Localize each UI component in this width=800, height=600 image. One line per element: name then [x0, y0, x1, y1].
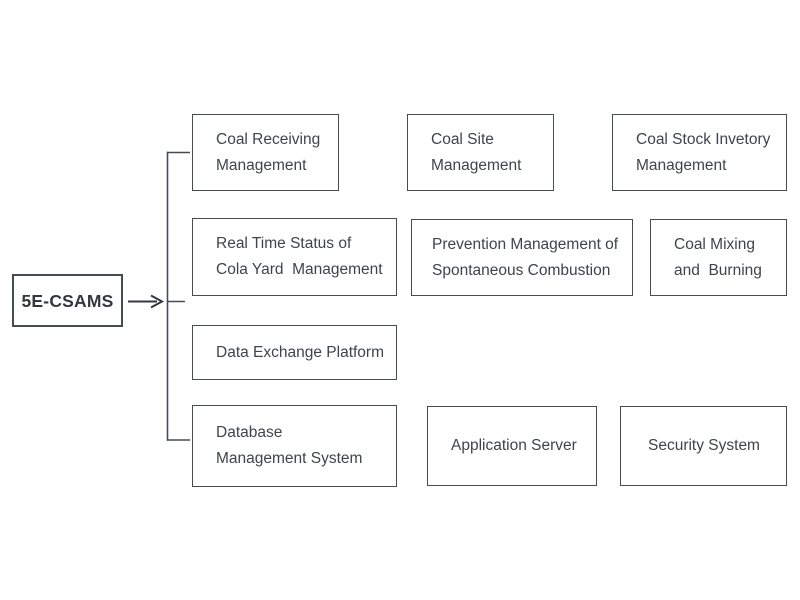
node-coal-mixing-and-burning: Coal Mixing and Burning — [650, 219, 787, 296]
node-label: Application Server — [451, 437, 577, 454]
node-coal-receiving-management: Coal Receiving Management — [192, 114, 339, 191]
node-label: Real Time Status of Cola Yard Management — [216, 235, 383, 278]
node-label: Prevention Management of Spontaneous Com… — [432, 235, 619, 279]
node-application-server: Application Server — [427, 406, 597, 486]
node-security-system: Security System — [620, 406, 787, 486]
bracket-lines — [166, 151, 190, 441]
right-arrow-icon — [128, 294, 165, 309]
node-prevention-management-of-spontaneous-combustion: Prevention Management of Spontaneous Com… — [411, 219, 633, 296]
node-database-management-system: Database Management System — [192, 405, 397, 487]
node-coal-stock-invetory-management: Coal Stock Invetory Management — [612, 114, 787, 191]
node-label: Coal Site Management — [431, 130, 522, 174]
node-label: Coal Mixing and Burning — [674, 235, 762, 279]
node-label: Security System — [648, 437, 760, 454]
node-label: Coal Receiving Management — [216, 130, 321, 174]
node-label: Data Exchange Platform — [216, 343, 385, 361]
root-node-5e-csams: 5E-CSAMS — [12, 274, 123, 327]
root-node-label: 5E-CSAMS — [21, 290, 114, 311]
node-coal-site-management: Coal Site Management — [407, 114, 554, 191]
node-data-exchange-platform: Data Exchange Platform — [192, 325, 397, 380]
node-real-time-status-of-cola-yard-management: Real Time Status of Cola Yard Management — [192, 218, 397, 296]
node-label: Coal Stock Invetory Management — [636, 130, 771, 174]
node-label: Database Management System — [216, 424, 363, 467]
